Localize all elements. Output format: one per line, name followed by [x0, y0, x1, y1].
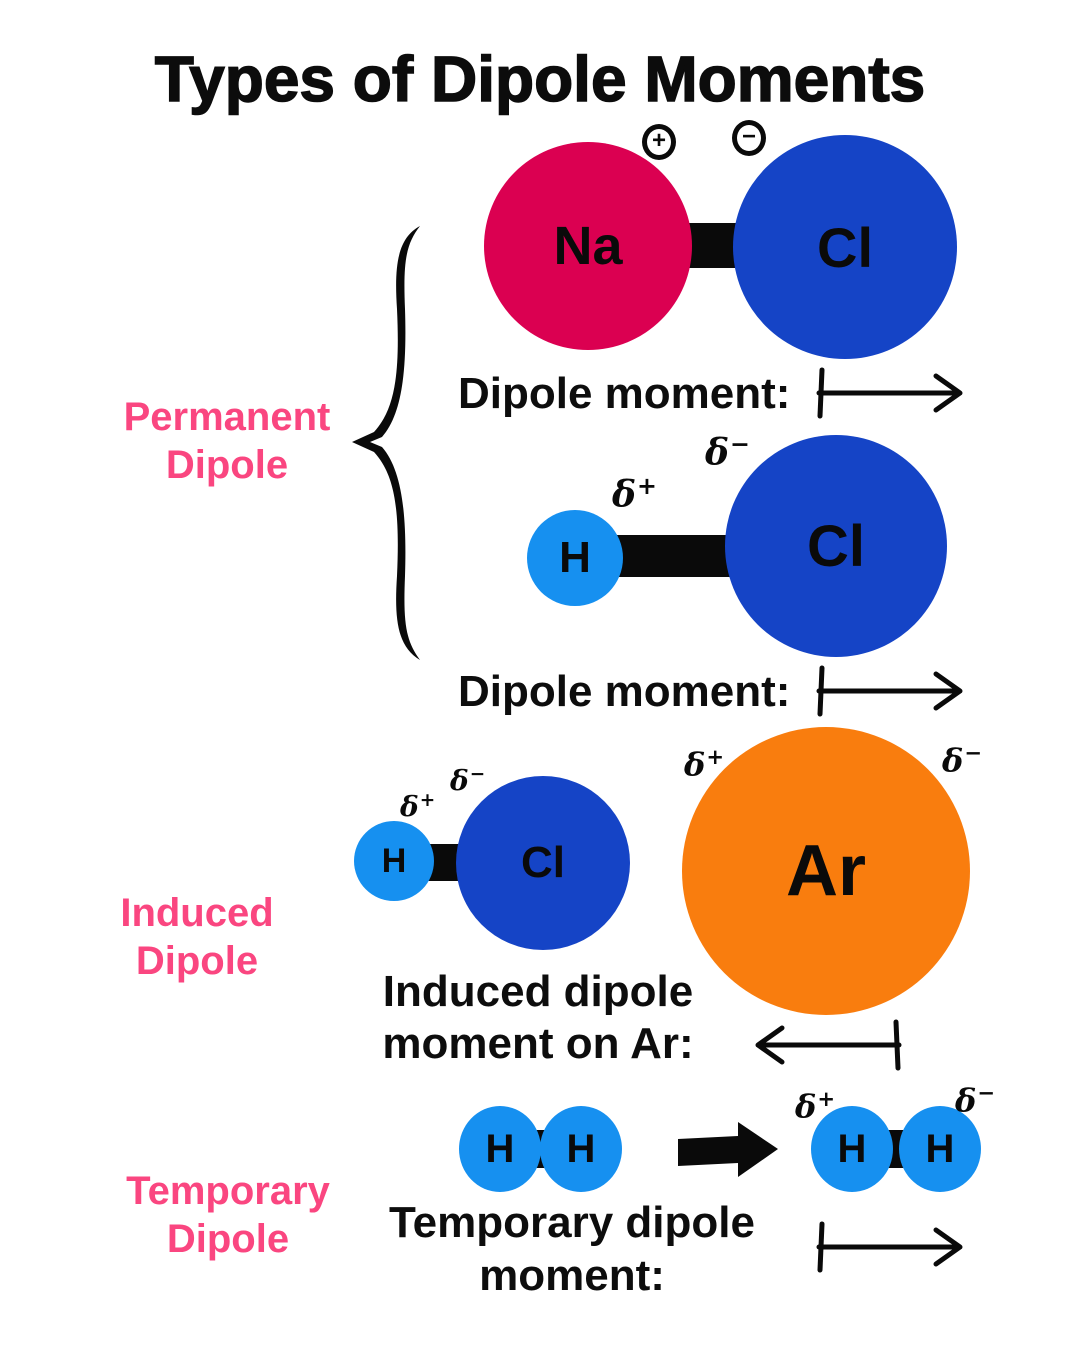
- delta-plus-induced-hcl: δ+: [400, 790, 435, 823]
- hydrogen-label: H: [485, 1126, 515, 1171]
- hydrogen-atom-h2-right-1: H: [811, 1106, 893, 1192]
- delta-minus-sign: −: [469, 764, 486, 785]
- temporary-dipole-label-line2: Dipole: [166, 1217, 290, 1261]
- chlorine-atom-nacl-label: Cl: [817, 215, 873, 279]
- hydrogen-atom-h2-left-2: H: [540, 1106, 622, 1192]
- sodium-atom: Na: [484, 142, 692, 350]
- induced-dipole-caption: Induced dipole moment on Ar:: [372, 966, 704, 1070]
- delta-plus-sign: +: [637, 472, 657, 500]
- induced-dipole-label: Induced Dipole: [67, 889, 327, 985]
- chlorine-atom-induced: Cl: [456, 776, 630, 950]
- delta-plus-sign: +: [419, 790, 436, 811]
- delta-minus-sign: −: [730, 430, 750, 458]
- permanent-dipole-label: Permanent Dipole: [97, 393, 357, 489]
- induced-dipole-caption-line2: moment on Ar:: [382, 1019, 694, 1068]
- argon-atom: Ar: [682, 727, 970, 1015]
- hydrogen-atom-h2-left-1: H: [459, 1106, 541, 1192]
- hydrogen-label: H: [837, 1126, 867, 1171]
- transition-arrow-icon: [678, 1122, 778, 1177]
- induced-dipole-caption-line1: Induced dipole: [382, 967, 694, 1016]
- delta-plus-sign: +: [817, 1086, 836, 1111]
- temporary-dipole-caption: Temporary dipole moment:: [377, 1196, 767, 1302]
- hcl-dipole-caption: Dipole moment:: [458, 667, 791, 716]
- chlorine-atom-induced-label: Cl: [521, 838, 565, 887]
- delta-symbol: δ: [612, 474, 637, 516]
- sodium-atom-label: Na: [553, 216, 623, 276]
- dipole-arrow-right-icon: [816, 665, 963, 717]
- delta-symbol: δ: [705, 432, 730, 474]
- delta-minus-argon: δ−: [942, 740, 982, 780]
- delta-symbol: δ: [942, 741, 964, 780]
- hydrogen-atom-hcl-label: H: [559, 533, 591, 582]
- permanent-dipole-label-line2: Dipole: [165, 443, 289, 487]
- induced-dipole-label-line2: Dipole: [135, 939, 259, 983]
- temporary-dipole-caption-line1: Temporary dipole: [389, 1198, 755, 1247]
- minus-charge-sign: −: [741, 123, 756, 150]
- hcl-bond: [600, 535, 745, 577]
- temporary-dipole-caption-line2: moment:: [479, 1251, 665, 1300]
- hydrogen-atom-hcl: H: [527, 510, 623, 606]
- hydrogen-label: H: [566, 1126, 596, 1171]
- delta-symbol: δ: [450, 764, 469, 798]
- page-title: Types of Dipole Moments: [154, 42, 926, 116]
- temporary-dipole-label: Temporary Dipole: [98, 1167, 358, 1263]
- nacl-dipole-caption: Dipole moment:: [458, 369, 791, 418]
- chlorine-atom-hcl-label: Cl: [807, 513, 865, 579]
- delta-minus-hcl: δ−: [705, 430, 750, 474]
- plus-charge-icon: +: [642, 124, 676, 160]
- delta-symbol: δ: [955, 1081, 977, 1120]
- hydrogen-atom-induced-label: H: [381, 841, 407, 880]
- chlorine-atom-hcl: Cl: [725, 435, 947, 657]
- dipole-arrow-right-icon: [816, 367, 963, 419]
- minus-charge-icon: −: [732, 120, 766, 156]
- dipole-arrow-left-icon: [755, 1019, 902, 1071]
- induced-dipole-label-line1: Induced: [120, 891, 274, 935]
- argon-atom-label: Ar: [785, 831, 866, 911]
- dipole-arrow-right-icon: [816, 1221, 963, 1273]
- curly-brace-icon: [352, 226, 420, 660]
- delta-minus-h2: δ−: [955, 1080, 995, 1120]
- delta-plus-argon: δ+: [684, 744, 724, 784]
- delta-minus-sign: −: [977, 1080, 996, 1105]
- delta-plus-hcl: δ+: [612, 472, 657, 516]
- delta-symbol: δ: [795, 1087, 817, 1126]
- hydrogen-label: H: [925, 1126, 955, 1171]
- delta-symbol: δ: [684, 745, 706, 784]
- delta-plus-h2: δ+: [795, 1086, 835, 1126]
- plus-charge-sign: +: [651, 127, 666, 154]
- chlorine-atom-nacl: Cl: [733, 135, 957, 359]
- delta-minus-induced-hcl: δ−: [450, 764, 485, 797]
- hydrogen-atom-h2-right-2: H: [899, 1106, 981, 1192]
- permanent-dipole-label-line1: Permanent: [123, 395, 331, 439]
- delta-minus-sign: −: [964, 740, 983, 765]
- delta-plus-sign: +: [706, 744, 725, 769]
- temporary-dipole-label-line1: Temporary: [126, 1169, 330, 1213]
- delta-symbol: δ: [400, 790, 419, 824]
- hydrogen-atom-induced: H: [354, 821, 434, 901]
